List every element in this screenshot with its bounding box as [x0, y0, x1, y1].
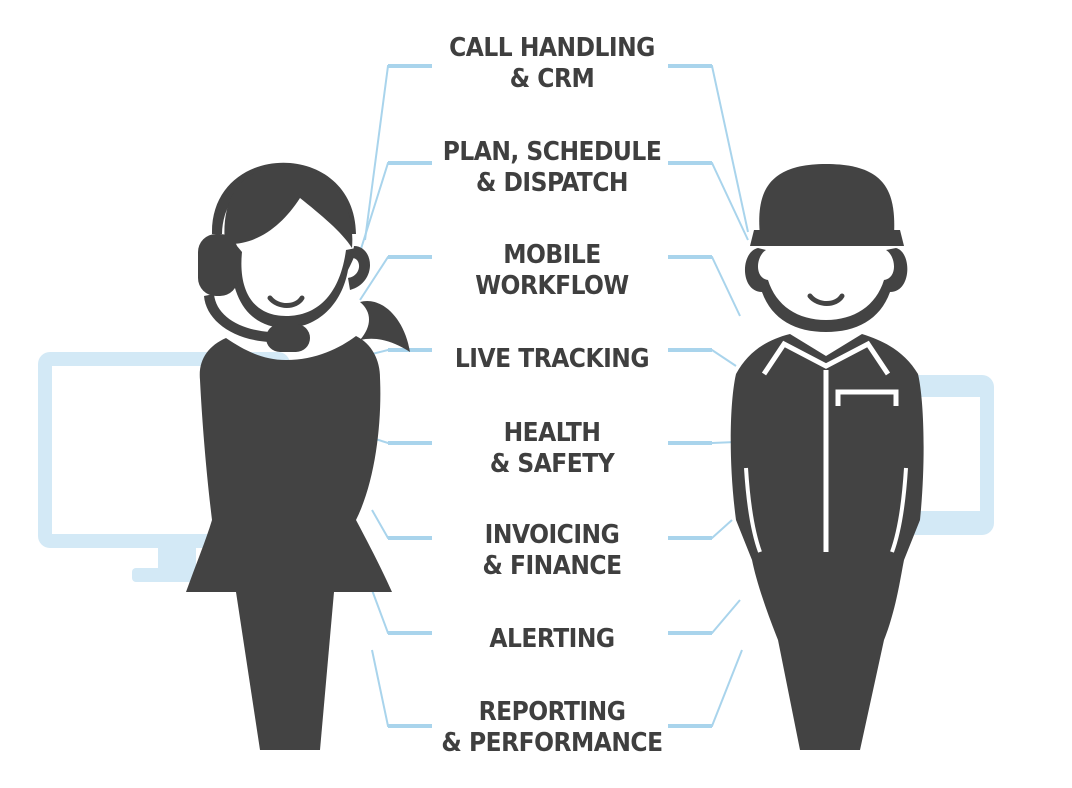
feature-label-line1: LIVE TRACKING — [454, 344, 650, 374]
feature-label-line2: & FINANCE — [482, 551, 622, 581]
connector-right — [668, 599, 741, 634]
connector-right — [668, 649, 743, 727]
feature-label-line1: HEALTH — [503, 418, 601, 448]
connector-right — [668, 65, 749, 233]
connector-left — [359, 162, 432, 253]
feature-label-line1: INVOICING — [484, 520, 620, 550]
call-center-agent-icon — [186, 162, 410, 750]
feature-label-line1: ALERTING — [489, 624, 615, 654]
feature-label-line1: CALL HANDLING — [449, 33, 655, 63]
feature-label: PLAN, SCHEDULE& DISPATCH — [436, 137, 668, 199]
feature-label: INVOICING& FINANCE — [436, 520, 668, 582]
connector-lines — [359, 64, 749, 728]
connector-left — [359, 256, 432, 301]
connector-right — [668, 349, 737, 367]
feature-label-line1: PLAN, SCHEDULE — [442, 137, 662, 167]
feature-label-line2: & SAFETY — [489, 449, 615, 479]
feature-label: LIVE TRACKING — [436, 344, 668, 375]
feature-label-line2: WORKFLOW — [475, 271, 629, 301]
feature-label-line1: REPORTING — [478, 697, 626, 727]
feature-label-line2: & CRM — [509, 64, 595, 94]
connector-left — [371, 649, 432, 727]
connector-left — [371, 589, 432, 634]
connector-right — [668, 519, 733, 539]
connector-left — [371, 509, 432, 539]
feature-label-line1: MOBILE — [503, 240, 601, 270]
feature-label-line2: & PERFORMANCE — [441, 728, 663, 758]
connector-right — [668, 256, 741, 317]
feature-label-line2: & DISPATCH — [475, 168, 629, 198]
feature-label: CALL HANDLING& CRM — [436, 33, 668, 95]
connector-left — [364, 65, 432, 241]
feature-label: ALERTING — [436, 624, 668, 655]
feature-label: HEALTH& SAFETY — [436, 418, 668, 480]
field-technician-icon — [730, 164, 924, 750]
feature-label: REPORTING& PERFORMANCE — [436, 697, 668, 759]
